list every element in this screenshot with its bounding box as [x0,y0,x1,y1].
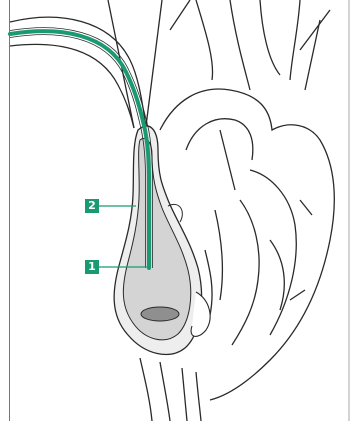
callout-1-label: 1 [85,260,99,274]
callout-2-label: 2 [85,199,99,213]
balloon-tip [141,307,179,321]
lower-vessels [140,358,201,421]
upper-vessels [10,0,330,128]
